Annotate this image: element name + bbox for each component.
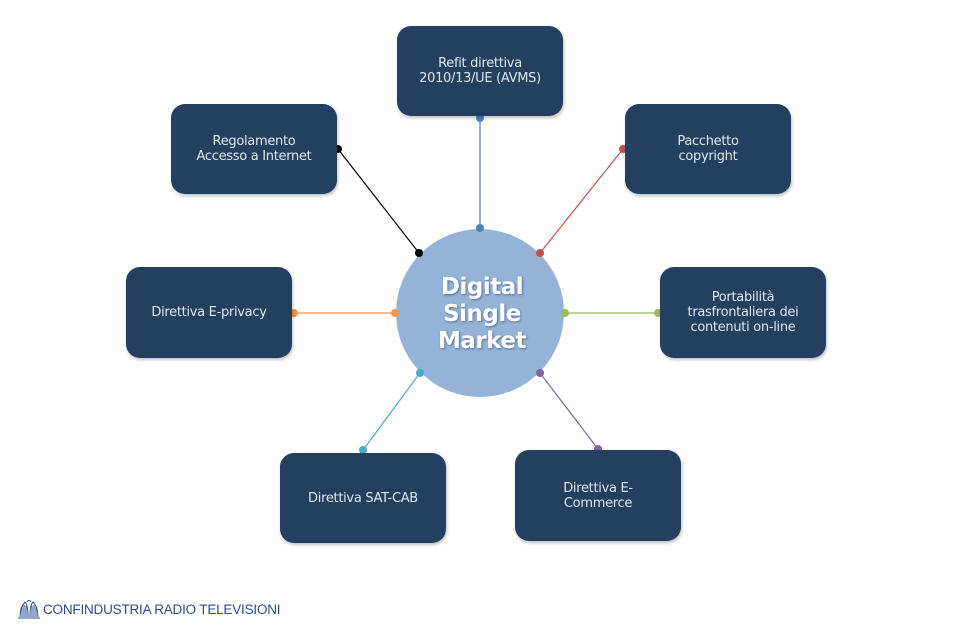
node-direttiva-eprivacy[interactable]: Direttiva E-privacy (126, 267, 292, 358)
node-refit-avms[interactable]: Refit direttiva 2010/13/UE (AVMS) (397, 26, 563, 116)
connector-dot-node-top (476, 114, 484, 122)
node-label: Direttiva E- Commerce (563, 480, 633, 511)
hub-label-line-2: Single (443, 300, 521, 327)
node-pacchetto-copyright[interactable]: Pacchetto copyright (625, 104, 791, 194)
connector-dot-hub-top-right (536, 249, 544, 257)
organization-name: CONFINDUSTRIA RADIO TELEVISIONI (43, 601, 281, 617)
confindustria-logo-icon (18, 600, 40, 619)
connector-dot-hub-top (476, 224, 484, 232)
node-label: Direttiva SAT-CAB (308, 490, 418, 506)
connector-dot-node-left (290, 309, 298, 317)
node-direttiva-ecommerce[interactable]: Direttiva E- Commerce (515, 450, 681, 541)
hub-label-line-3: Market (437, 327, 527, 354)
connector-dot-hub-right (561, 309, 569, 317)
node-regolamento-accesso[interactable]: Regolamento Accesso a Internet (171, 104, 337, 194)
node-label: Direttiva E-privacy (151, 305, 267, 320)
node-label: Regolamento Accesso a Internet (196, 134, 312, 164)
hub-circle (396, 229, 564, 397)
node-portabilita[interactable]: Portabilità trasfrontaliera dei contenut… (660, 267, 826, 358)
connector-top-right (539, 148, 624, 254)
connector-dot-hub-bottom-right (536, 369, 544, 377)
connector-dot-hub-bottom-left (416, 369, 424, 377)
hub-label-line-1: Digital (440, 273, 524, 300)
node-label: Pacchetto copyright (677, 134, 739, 164)
connector-top-left (337, 148, 420, 254)
connector-bottom-right (539, 372, 599, 450)
node-direttiva-sat-cab[interactable]: Direttiva SAT-CAB (280, 453, 446, 543)
hub-label: Digital Single Market (398, 258, 566, 370)
footer-logo: CONFINDUSTRIA RADIO TELEVISIONI (17, 598, 281, 620)
node-label: Portabilità trasfrontaliera dei contenut… (687, 290, 799, 335)
connector-dot-hub-top-left (415, 249, 423, 257)
connector-bottom-left (362, 372, 421, 451)
node-label: Refit direttiva 2010/13/UE (AVMS) (419, 56, 541, 86)
connector-dot-hub-left (391, 309, 399, 317)
connector-dot-node-bottom-left (359, 446, 367, 454)
